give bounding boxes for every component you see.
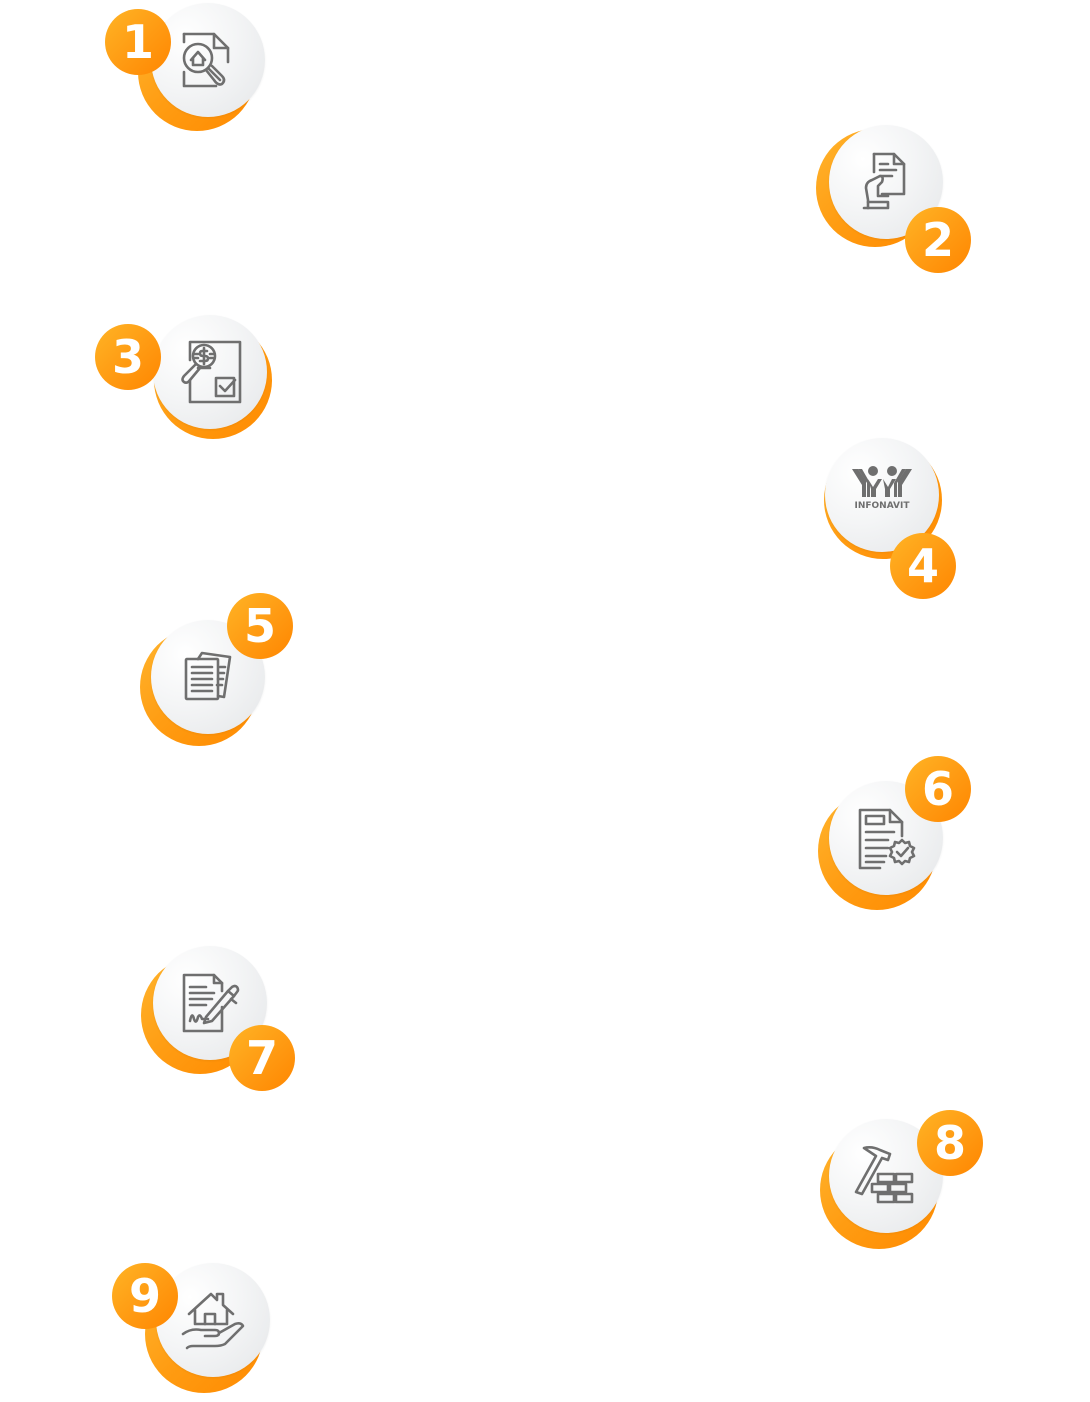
step-5-badge: 5	[227, 593, 293, 659]
step-3-badge: 3	[95, 324, 161, 390]
financial-review-checklist-icon	[178, 340, 242, 404]
step-2-badge: 2	[905, 207, 971, 273]
step-4-badge: 4	[890, 533, 956, 599]
certified-document-icon	[854, 806, 918, 870]
step-6-badge: 6	[905, 756, 971, 822]
step-9-badge: 9	[112, 1263, 178, 1329]
documents-stack-icon	[176, 645, 240, 709]
step-8-badge: 8	[917, 1110, 983, 1176]
hammer-bricks-icon	[854, 1144, 918, 1208]
infonavit-logo-text: INFONAVIT	[854, 501, 910, 511]
hand-holding-document-icon	[854, 150, 918, 214]
step-1-disc	[151, 3, 265, 117]
infonavit-logo: INFONAVIT	[850, 463, 914, 527]
step-7-badge: 7	[229, 1025, 295, 1091]
house-in-hand-icon	[181, 1288, 245, 1352]
step-1-badge: 1	[105, 9, 171, 75]
signing-contract-icon	[178, 971, 242, 1035]
step-3-disc	[153, 315, 267, 429]
house-document-search-icon	[176, 28, 240, 92]
